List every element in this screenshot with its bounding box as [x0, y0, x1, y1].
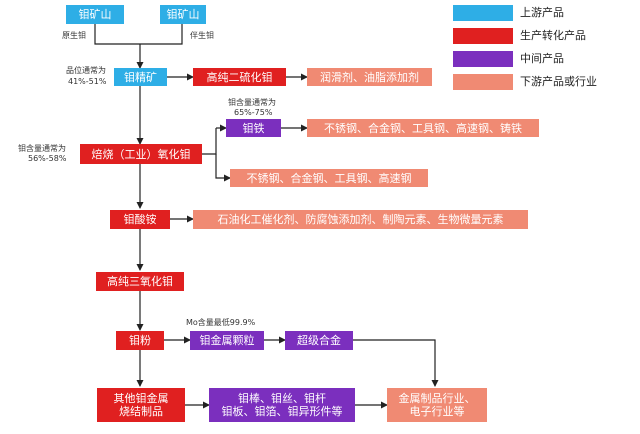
industry-line2: 电子行业等: [409, 405, 465, 418]
node-high-pure-mos2: 高纯二硫化钼: [193, 68, 286, 86]
node-ammonium-uses: 石油化工催化剂、防腐蚀添加剂、制陶元素、生物微量元素: [193, 210, 528, 229]
node-processed-products: 钼棒、钼丝、钼杆 钼板、钼箔、钼异形件等: [209, 388, 355, 422]
node-ammonium-molybdate: 钼酸铵: [110, 210, 170, 229]
note-ferro-value: 65%-75%: [234, 108, 273, 117]
node-superalloy: 超级合金: [285, 331, 353, 350]
node-oxide-uses: 不锈钢、合金钢、工具钢、高速钢: [230, 169, 428, 187]
node-roasted-oxide: 焙烧（工业）氧化钼: [80, 144, 202, 164]
node-moly-powder: 钼粉: [116, 331, 164, 350]
note-oxide-label: 钼含量通常为: [18, 144, 66, 153]
connector-superalloy-to-industry: [353, 339, 439, 387]
note-grade-label: 品位通常为: [66, 66, 106, 75]
industry-line1: 金属制品行业、: [398, 392, 476, 405]
connector-oxide-branch: [202, 128, 217, 155]
node-high-pure-moo3: 高纯三氧化钼: [96, 272, 184, 291]
processed-line1: 钼棒、钼丝、钼杆: [238, 392, 326, 405]
note-purity: Mo含量最低99.9%: [186, 318, 256, 327]
note-ferro-label: 钼含量通常为: [228, 98, 276, 107]
legend-swatch-downstream: [453, 74, 513, 90]
node-ferro-uses: 不锈钢、合金钢、工具钢、高速钢、铸铁: [307, 119, 539, 137]
node-lubricant-use: 润滑剂、油脂添加剂: [307, 68, 432, 86]
legend-swatch-intermediate: [453, 51, 513, 67]
note-primary-mo: 原生钼: [62, 31, 86, 40]
processed-line2: 钼板、钼箔、钼异形件等: [221, 405, 343, 418]
node-ferro-moly: 钼铁: [226, 119, 281, 137]
sintered-line1: 其他钼金属: [113, 392, 169, 405]
legend-label-production: 生产转化产品: [520, 29, 586, 42]
connector-mines-merge: [94, 24, 183, 45]
note-associated-mo: 伴生钼: [190, 31, 214, 40]
node-mine-left: 钼矿山: [66, 5, 124, 24]
connector-to-oxide-uses: [215, 154, 231, 182]
legend-swatch-production: [453, 28, 513, 44]
node-concentrate: 钼精矿: [114, 68, 167, 86]
node-sintered-products: 其他钼金属 烧结制品: [97, 388, 185, 422]
legend-swatch-upstream: [453, 5, 513, 21]
node-industry: 金属制品行业、 电子行业等: [387, 388, 487, 422]
note-oxide-value: 56%-58%: [28, 154, 67, 163]
sintered-line2: 烧结制品: [119, 405, 163, 418]
node-moly-metal-particles: 钼金属颗粒: [190, 331, 264, 350]
legend-label-upstream: 上游产品: [520, 6, 564, 19]
legend-label-intermediate: 中间产品: [520, 52, 564, 65]
note-grade-value: 41%-51%: [68, 77, 107, 86]
legend-label-downstream: 下游产品或行业: [520, 75, 597, 88]
node-mine-right: 钼矿山: [160, 5, 206, 24]
